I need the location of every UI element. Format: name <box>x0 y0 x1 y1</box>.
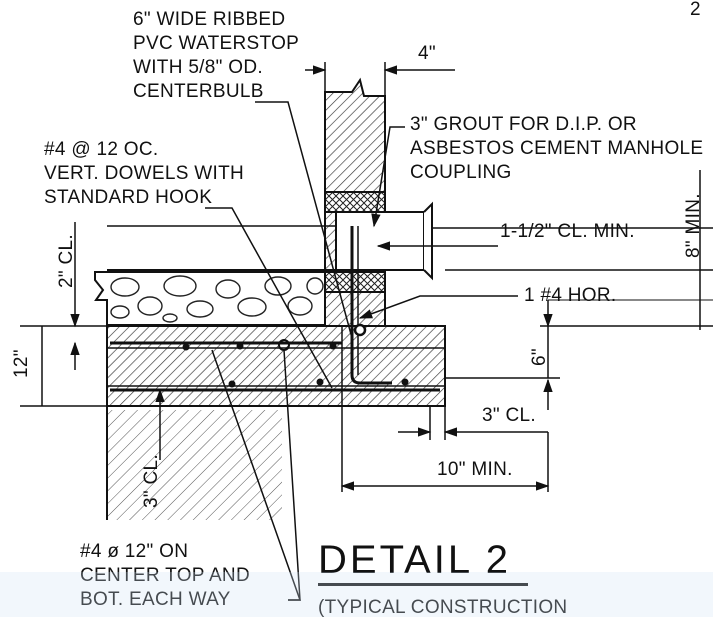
leader-grout <box>371 126 405 228</box>
centerbulb <box>353 323 367 337</box>
dim-min-height: 8" MIN. <box>683 193 704 258</box>
dowels-label: #4 @ 12 OC. VERT. DOWELS WITH STANDARD H… <box>44 139 245 208</box>
soil-hatch <box>107 410 282 520</box>
leader-hor <box>358 295 518 319</box>
hor-bar-label: 1 #4 HOR. <box>524 285 617 306</box>
base-slab <box>106 325 446 407</box>
waterstop-label: 6" WIDE RIBBED PVC WATERSTOP WITH 5/8" O… <box>133 9 300 102</box>
leader-dowels <box>205 207 333 389</box>
scan-fade <box>0 572 713 617</box>
reinforcement-label: #4 ø 12" ON CENTER TOP AND BOT. EACH WAY <box>80 541 250 610</box>
detail-subtitle: (TYPICAL CONSTRUCTION <box>318 597 568 618</box>
pipe <box>335 201 433 281</box>
gravel-bed <box>94 271 326 326</box>
dim-key-depth: 6" <box>529 348 550 366</box>
grout-lower <box>324 271 386 293</box>
dim-edge-clear: 3" CL. <box>482 405 536 426</box>
dim-bottom-clear: 3" CL. <box>141 454 162 508</box>
grout-label: 3" GROUT FOR D.I.P. OR ASBESTOS CEMENT M… <box>410 114 704 183</box>
leader-reinforce-2 <box>211 349 302 601</box>
dim-top-clear: 2" CL. <box>56 234 77 288</box>
page-number: 2 <box>690 0 701 20</box>
wall-upper <box>324 77 386 193</box>
detail-title: DETAIL 2 <box>318 538 511 582</box>
dim-slab-thickness: 12" <box>11 349 32 378</box>
wall-base <box>324 291 386 327</box>
leader-waterstop <box>255 101 353 339</box>
clearance-pipe-label: 1-1/2" CL. MIN. <box>500 221 635 242</box>
dim-min-extension: 10" MIN. <box>437 459 513 480</box>
dim-wall-thickness: 4" <box>418 43 436 64</box>
title-underline <box>318 583 528 586</box>
